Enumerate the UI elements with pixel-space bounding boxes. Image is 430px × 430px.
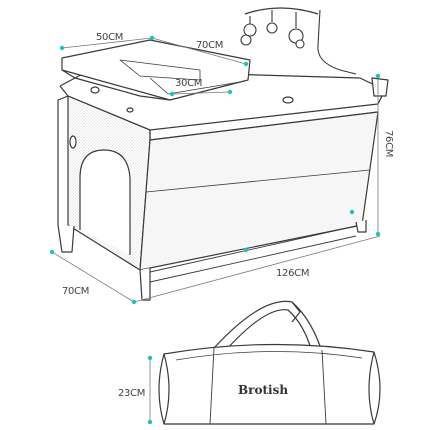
dimension-markers	[49, 35, 381, 425]
mobile-toy	[240, 7, 357, 75]
label-crib-length: 126CM	[276, 268, 309, 279]
label-crib-height: 76CM	[383, 130, 394, 157]
dimension-lines	[51, 37, 381, 422]
corner-post-front-left	[139, 268, 151, 301]
marker-dot	[149, 35, 155, 41]
dim-line-changer-width	[151, 37, 247, 65]
marker-dot	[375, 231, 381, 237]
dim-line-bassinet-depth	[171, 91, 231, 95]
dim-line-changer-depth	[61, 37, 153, 49]
corner-post-front-right	[355, 220, 367, 233]
marker-dot	[349, 209, 355, 215]
playard-illustration	[57, 69, 389, 301]
marker-dot	[375, 73, 381, 79]
marker-dot	[131, 299, 137, 305]
corner-post-back-left	[57, 224, 75, 253]
marker-dot	[227, 89, 233, 95]
changing-table	[61, 39, 251, 101]
marker-dot	[59, 45, 65, 51]
side-arch-opening	[79, 149, 131, 255]
label-bassinet-depth: 30CM	[175, 78, 202, 89]
carry-bag	[158, 300, 381, 425]
label-bag-height: 23CM	[118, 388, 145, 399]
marker-dot	[169, 91, 175, 97]
label-changer-depth: 50CM	[96, 32, 123, 43]
label-changer-width: 70CM	[196, 40, 223, 51]
dim-line-crib-depth	[51, 251, 135, 303]
bag-strap	[213, 300, 323, 353]
marker-dot	[49, 249, 55, 255]
label-crib-depth: 70CM	[62, 286, 89, 297]
marker-dot	[147, 419, 153, 425]
marker-dot	[243, 61, 249, 67]
marker-dot	[147, 355, 153, 361]
brand-logo-text: Brotish	[238, 383, 288, 397]
marker-dot	[243, 247, 249, 253]
dim-line-crib-length	[133, 235, 381, 303]
